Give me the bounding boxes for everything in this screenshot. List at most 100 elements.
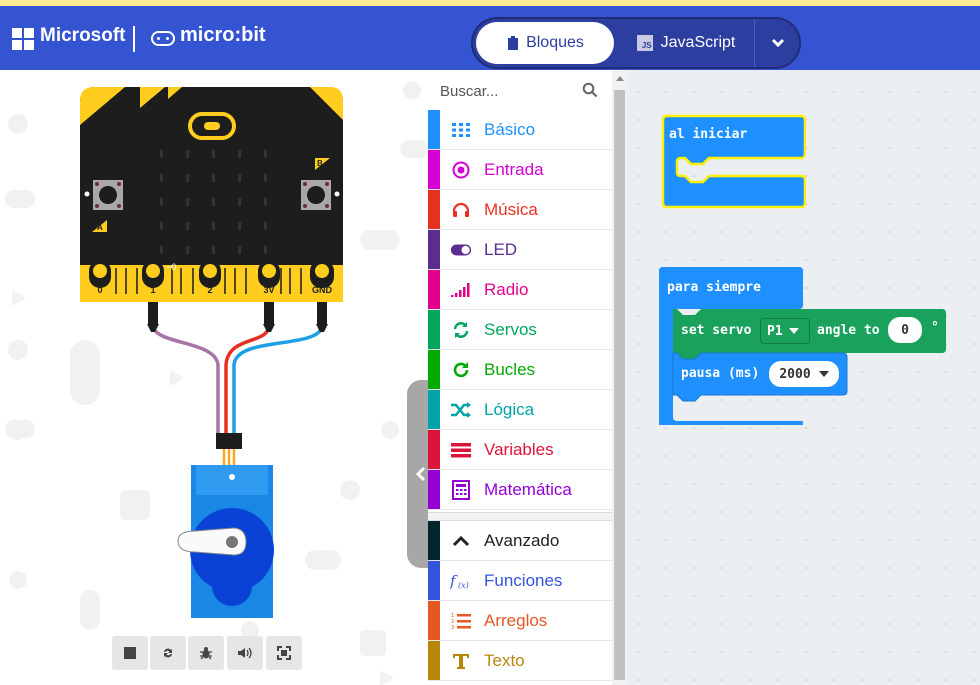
category-led[interactable]: LED <box>428 230 612 270</box>
servo-pin-value: P1 <box>767 323 783 339</box>
angle-to-label: angle to <box>817 323 880 338</box>
restart-button[interactable] <box>150 636 186 670</box>
pause-duration-dropdown[interactable]: 2000 <box>769 361 839 387</box>
category-avanzado[interactable]: Avanzado <box>428 521 612 561</box>
category-variables[interactable]: Variables <box>428 430 612 470</box>
degree-label: ° <box>931 320 939 335</box>
js-badge-icon: JS <box>636 35 653 51</box>
category-musica[interactable]: Música <box>428 190 612 230</box>
microbit-label[interactable]: micro:bit <box>180 24 266 46</box>
signal-bars-icon <box>450 280 472 300</box>
stop-icon <box>124 647 136 659</box>
microsoft-label[interactable]: Microsoft <box>40 25 126 46</box>
dropdown-arrow-icon <box>818 371 829 377</box>
microsoft-logo-icon[interactable] <box>12 28 34 50</box>
tab-blocks-label: Bloques <box>526 34 584 51</box>
category-logica[interactable]: Lógica <box>428 390 612 430</box>
forever-block[interactable]: para siempre set servo P1 angle to 0 ° p… <box>659 267 949 427</box>
category-matematica[interactable]: Matemática <box>428 470 612 510</box>
on-start-block-shape <box>661 114 806 209</box>
category-label: Arreglos <box>484 611 548 630</box>
button-b[interactable] <box>301 180 331 210</box>
svg-text:(x): (x) <box>458 581 469 590</box>
headphones-icon <box>450 200 472 220</box>
pause-label: pausa (ms) <box>681 366 760 381</box>
servo-pin-dropdown[interactable]: P1 <box>760 318 810 344</box>
angle-value-input[interactable]: 0 <box>888 317 922 343</box>
function-icon: f(x) <box>450 571 472 591</box>
chevron-left-icon <box>416 466 426 482</box>
restart-icon <box>164 648 172 658</box>
scrollbar-thumb[interactable] <box>614 90 625 680</box>
grid-icon <box>450 120 472 140</box>
tab-javascript[interactable]: JS JavaScript <box>621 22 751 64</box>
simulator-panel: A B 0 1 <box>0 70 428 685</box>
button-a[interactable] <box>93 180 123 210</box>
audio-button[interactable] <box>227 636 263 670</box>
search-input[interactable] <box>438 78 582 104</box>
set-servo-label: set servo <box>681 323 752 338</box>
servo-wiring <box>147 302 328 465</box>
svg-text:f: f <box>450 572 458 590</box>
category-label: Radio <box>484 280 529 299</box>
background-pattern <box>5 81 428 685</box>
svg-text:1: 1 <box>451 613 454 619</box>
blocks-workspace[interactable]: al iniciar para siempre set servo P1 ang… <box>628 70 980 685</box>
stop-button[interactable] <box>112 636 148 670</box>
category-radio[interactable]: Radio <box>428 270 612 310</box>
toolbox-search <box>428 70 612 110</box>
forever-label: para siempre <box>667 280 761 295</box>
category-servos[interactable]: Servos <box>428 310 612 350</box>
button-a-label: A <box>97 223 103 232</box>
category-label: Avanzado <box>484 531 560 550</box>
header-divider <box>133 26 135 52</box>
chevron-up-icon <box>450 531 472 551</box>
button-b-label: B <box>317 159 323 168</box>
pin-label-gnd: GND <box>312 285 333 295</box>
tab-blocks[interactable]: Bloques <box>476 22 614 64</box>
toolbox-scrollbar[interactable] <box>612 70 628 685</box>
simulator-controls <box>112 636 302 670</box>
scroll-up-arrow-icon[interactable] <box>616 76 624 81</box>
pin-label-0: 0 <box>97 285 102 295</box>
toggle-icon <box>450 240 472 260</box>
servo-motor <box>177 465 274 618</box>
svg-text:2: 2 <box>451 619 454 625</box>
category-label: LED <box>484 240 518 259</box>
category-label: Matemática <box>484 480 572 499</box>
led-matrix <box>160 150 267 254</box>
category-basico[interactable]: Básico <box>428 110 612 150</box>
category-label: Servos <box>484 320 537 339</box>
fullscreen-button[interactable] <box>266 636 302 670</box>
on-start-block[interactable]: al iniciar <box>661 114 806 209</box>
on-start-label: al iniciar <box>669 127 748 142</box>
editor-menu-button[interactable] <box>754 19 801 67</box>
category-label: Lógica <box>484 400 535 419</box>
chevron-down-icon <box>771 38 785 48</box>
loop-icon <box>450 360 472 380</box>
category-funciones[interactable]: f(x) Funciones <box>428 561 612 601</box>
calculator-icon <box>450 480 472 500</box>
toolbox: Básico Entrada Música LED Radio Servos B… <box>428 70 613 685</box>
logo-touch-icon[interactable] <box>188 112 236 140</box>
fullscreen-icon <box>277 646 291 660</box>
category-entrada[interactable]: Entrada <box>428 150 612 190</box>
pin-label-1: 1 <box>150 285 155 295</box>
category-texto[interactable]: Texto <box>428 641 612 681</box>
svg-text:3: 3 <box>451 625 454 630</box>
microbit-logo-icon[interactable] <box>151 31 175 46</box>
category-label: Bucles <box>484 360 536 379</box>
pin-label-3v: 3V <box>263 285 274 295</box>
search-icon[interactable] <box>582 82 598 98</box>
tab-javascript-label: JavaScript <box>660 34 736 51</box>
debug-button[interactable] <box>188 636 224 670</box>
header-bar: Microsoft micro:bit Bloques JS JavaScrip… <box>0 6 980 70</box>
pause-duration-value: 2000 <box>779 366 811 382</box>
debug-icon <box>200 647 212 660</box>
simulator-canvas: A B 0 1 <box>5 81 428 685</box>
category-bucles[interactable]: Bucles <box>428 350 612 390</box>
toolbox-divider <box>428 512 612 521</box>
category-label: Entrada <box>484 160 544 179</box>
